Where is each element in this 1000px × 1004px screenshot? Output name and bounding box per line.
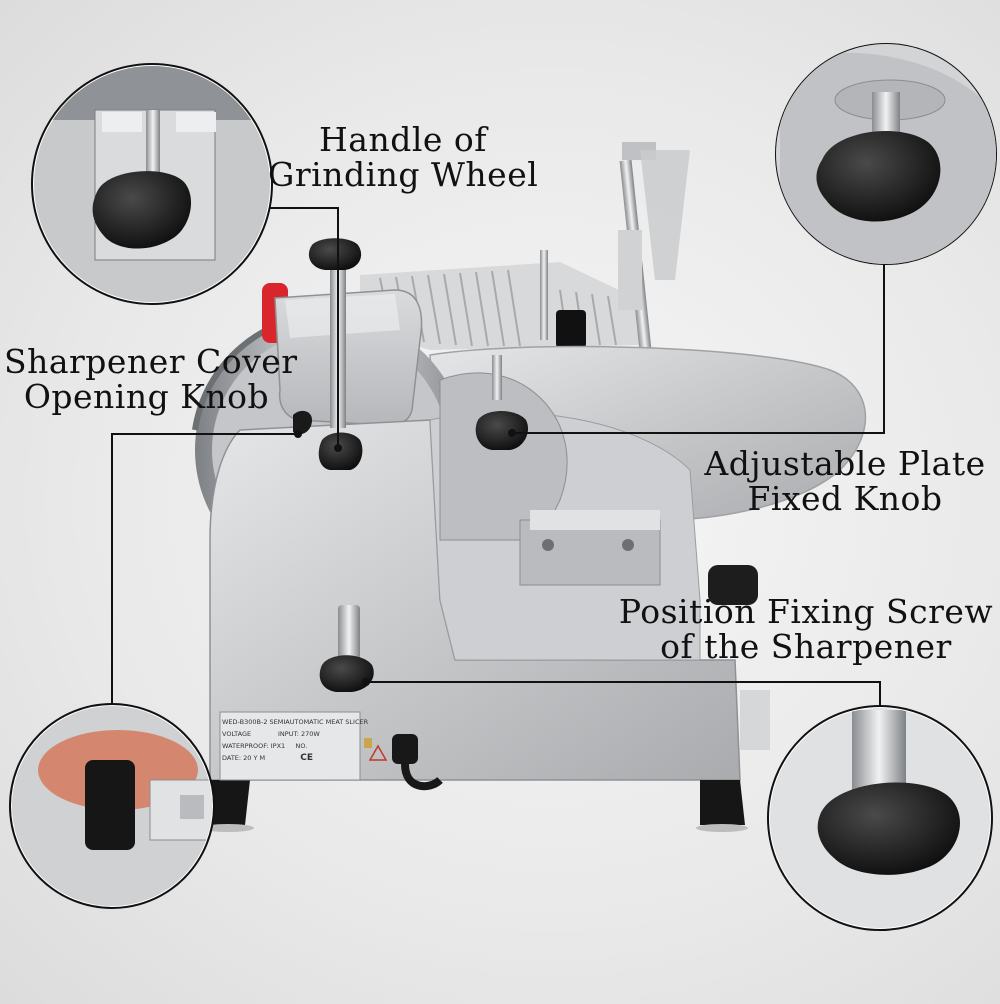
zoom-circle-cover-knob bbox=[9, 703, 215, 909]
zoom-circle-fixing-screw bbox=[767, 705, 993, 931]
label-sharpener-cover: Sharpener Cover Opening Knob bbox=[4, 342, 298, 416]
label-grinding-wheel-line2: Grinding Wheel bbox=[268, 155, 539, 194]
meat-slicer bbox=[192, 142, 867, 832]
nameplate-model: WED-B300B-2 SEMIAUTOMATIC MEAT SLICER bbox=[222, 718, 369, 726]
thickness-knob bbox=[708, 565, 758, 605]
star-knob-icon bbox=[816, 130, 941, 222]
label-sharpener-cover-line2: Opening Knob bbox=[23, 377, 270, 416]
nameplate-voltage: VOLTAGE bbox=[222, 730, 252, 738]
zoom-circle-plate-knob bbox=[775, 43, 997, 265]
label-position-screw-line2: of the Sharpener bbox=[660, 627, 952, 666]
nameplate-waterproof-row: WATERPROOF: IPX1 NO. bbox=[222, 740, 358, 752]
label-plate-knob-line1: Adjustable Plate bbox=[704, 444, 986, 483]
warning-triangle-icon bbox=[368, 744, 388, 761]
nameplate-text: WED-B300B-2 SEMIAUTOMATIC MEAT SLICER VO… bbox=[222, 716, 369, 780]
label-grinding-wheel: Handle of Grinding Wheel bbox=[268, 122, 538, 192]
bracket bbox=[519, 510, 661, 586]
label-plate-knob: Adjustable Plate Fixed Knob bbox=[700, 446, 990, 516]
foot-left bbox=[205, 780, 250, 825]
grinding-wheel-handle bbox=[308, 238, 363, 470]
label-plate-knob-line2: Fixed Knob bbox=[747, 479, 943, 518]
nameplate-voltage-row: VOLTAGE INPUT: 270W bbox=[222, 728, 358, 740]
nameplate bbox=[219, 711, 361, 781]
callout-dot-screw bbox=[362, 678, 370, 686]
pusher-grip bbox=[556, 310, 586, 348]
nameplate-date-row: DATE: 20 Y M CE bbox=[222, 752, 358, 764]
plate-fixed-knob bbox=[475, 355, 529, 450]
label-sharpener-cover-line1: Sharpener Cover bbox=[4, 342, 298, 381]
label-position-screw: Position Fixing Screw of the Sharpener bbox=[618, 594, 994, 664]
zoom-circle-grinding-wheel bbox=[31, 63, 273, 305]
ribbed-table bbox=[360, 262, 640, 350]
nameplate-date: DATE: 20 Y M bbox=[222, 754, 266, 762]
callout-dot-plate bbox=[508, 429, 516, 437]
position-fixing-screw bbox=[319, 605, 374, 692]
callout-lines bbox=[111, 207, 885, 712]
label-position-screw-line1: Position Fixing Screw bbox=[618, 592, 994, 631]
label-grinding-wheel-line1: Handle of bbox=[319, 120, 487, 159]
star-knob-icon bbox=[92, 171, 192, 249]
nameplate-waterproof: WATERPROOF: IPX1 bbox=[222, 742, 286, 750]
cover-knob bbox=[293, 410, 312, 435]
star-knob-icon bbox=[817, 782, 960, 875]
foot-right bbox=[700, 780, 745, 825]
callout-dot-grinding bbox=[334, 444, 342, 452]
carriage-rods bbox=[540, 142, 690, 361]
nameplate-input: INPUT: 270W bbox=[278, 730, 320, 738]
nameplate-no: NO. bbox=[295, 742, 308, 750]
ce-mark-icon: CE bbox=[300, 753, 314, 763]
callout-dot-cover bbox=[294, 430, 302, 438]
power-cord-icon bbox=[392, 734, 443, 791]
